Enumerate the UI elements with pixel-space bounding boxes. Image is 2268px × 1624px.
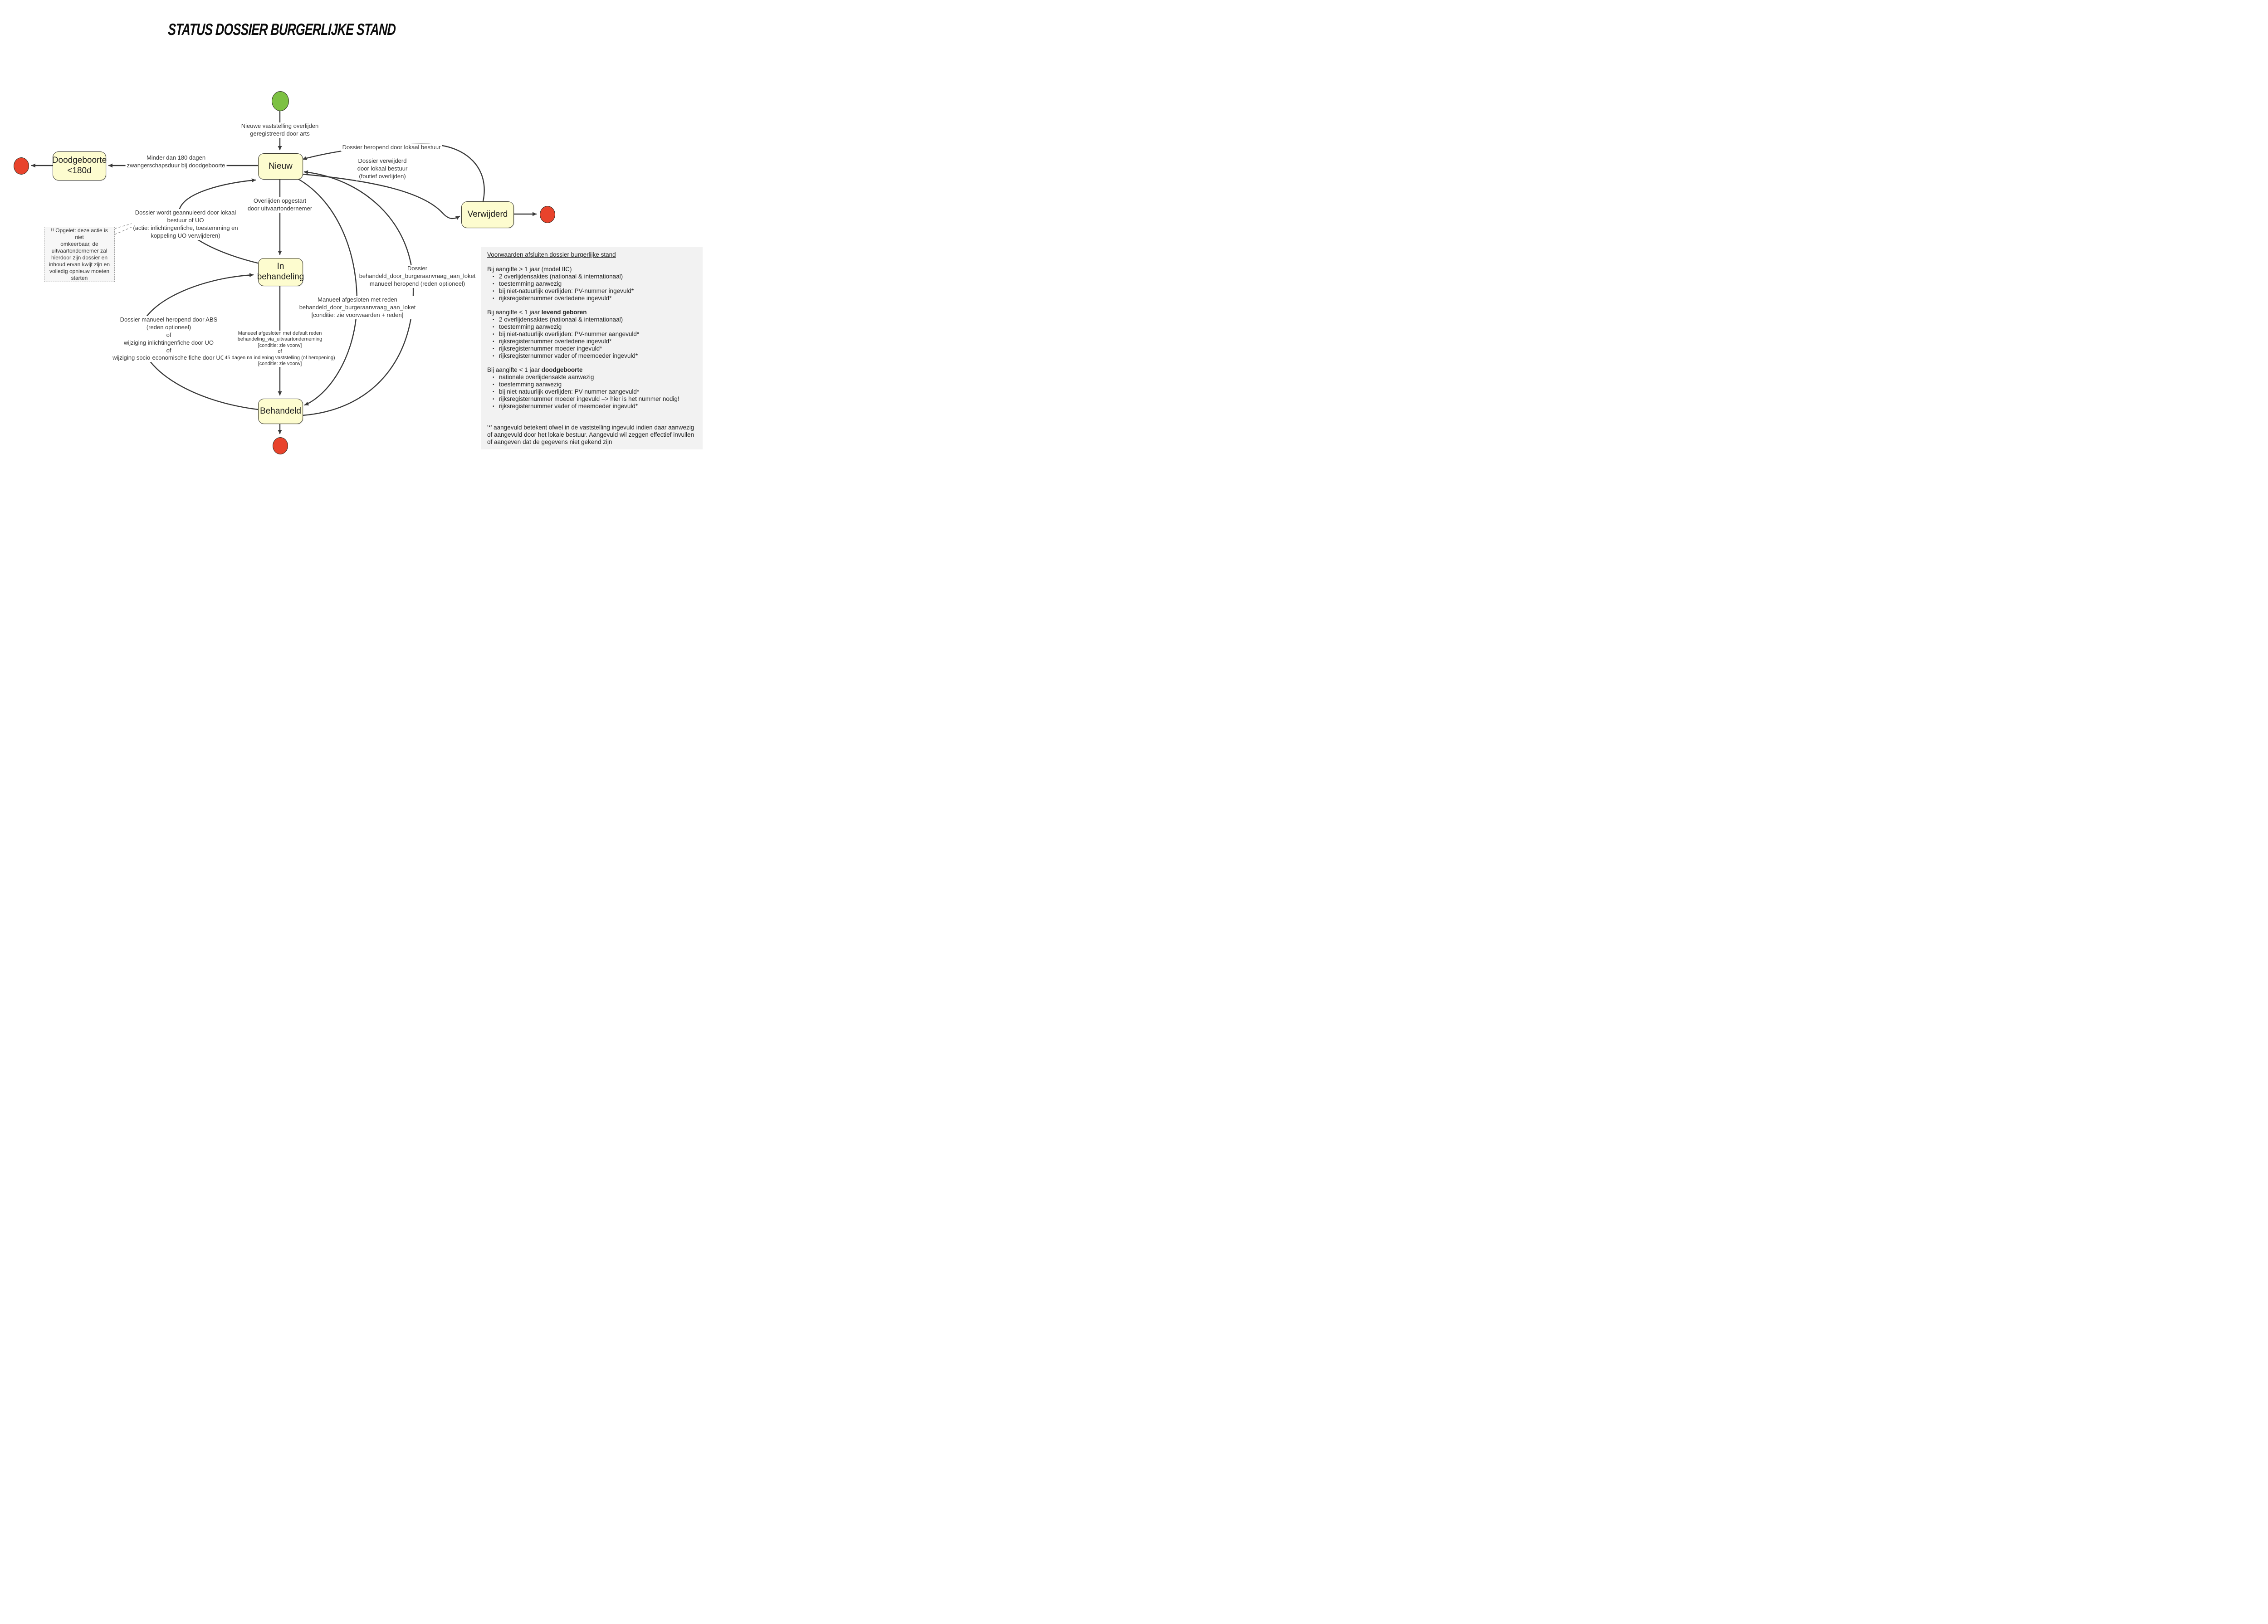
section-heading: Bij aangifte > 1 jaar (model IIC) [487,266,572,273]
state-in-behandeling: In behandeling [257,258,304,286]
label-in-behandeling-to-nieuw: Dossier wordt geannuleerd door lokaal be… [132,209,240,240]
state-behandeld: Behandeld [258,399,303,424]
label-verwijderd-to-nieuw: Dossier heropend door lokaal bestuur [341,144,442,151]
condition-item: rijksregisternummer overledene ingevuld* [487,338,696,346]
note-callout-line [114,220,143,229]
conditions-panel: Voorwaarden afsluiten dossier burgerlijk… [481,247,703,449]
condition-item: bij niet-natuurlijk overlijden: PV-numme… [487,331,696,338]
conditions-section-older-than-1-year: Bij aangifte > 1 jaar (model IIC) 2 over… [487,266,696,302]
label-nieuw-to-verwijderd: Dossier verwijderd door lokaal bestuur (… [356,157,409,180]
start-state-dot [272,91,289,111]
conditions-panel-title: Voorwaarden afsluiten dossier burgerlijk… [487,251,616,258]
end-state-dot-right [540,206,555,223]
state-doodgeboorte: Doodgeboorte <180d [52,151,107,180]
label-behandeld-to-nieuw: Dossier behandeld_door_burgeraanvraag_aa… [357,265,477,288]
condition-item: toestemming aanwezig [487,381,696,389]
condition-item: rijksregisternummer moeder ingevuld => h… [487,395,696,403]
label-start-to-nieuw: Nieuwe vaststelling overlijden geregistr… [240,122,320,138]
condition-item: nationale overlijdensakte aanwezig [487,374,696,381]
label-nieuw-to-behandeld: Manueel afgesloten met reden behandeld_d… [298,296,417,319]
label-behandeld-to-in-behandeling: Dossier manueel heropend door ABS (reden… [111,316,226,362]
state-diagram: STATUS DOSSIER BURGERLIJKE STAND Nieuw D… [0,0,705,472]
condition-item: toestemming aanwezig [487,280,696,288]
label-nieuw-to-doodgeboorte: Minder dan 180 dagen zwangerschapsduur b… [125,154,227,170]
end-state-dot-left [14,157,29,175]
section-heading: Bij aangifte < 1 jaar levend geboren [487,309,587,316]
condition-item: rijksregisternummer moeder ingevuld* [487,345,696,353]
conditions-section-live-born: Bij aangifte < 1 jaar levend geboren 2 o… [487,309,696,360]
edge-in-behandeling-to-nieuw [178,178,260,264]
page-title: STATUS DOSSIER BURGERLIJKE STAND [167,20,396,39]
condition-item: 2 overlijdensaktes (nationaal & internat… [487,273,696,281]
condition-item: toestemming aanwezig [487,323,696,331]
state-verwijderd: Verwijderd [461,201,514,228]
condition-item: 2 overlijdensaktes (nationaal & internat… [487,316,696,324]
condition-item: bij niet-natuurlijk overlijden: PV-numme… [487,388,696,396]
edge-behandeld-to-nieuw [301,170,414,416]
conditions-section-stillborn: Bij aangifte < 1 jaar doodgeboorte natio… [487,366,696,410]
conditions-footnote: '*' aangevuld betekent ofwel in de vasts… [487,424,694,445]
end-state-dot-bottom [273,437,288,454]
label-in-behandeling-to-behandeld: Manueel afgesloten met default reden beh… [223,331,337,367]
state-nieuw: Nieuw [258,153,303,180]
section-heading: Bij aangifte < 1 jaar doodgeboorte [487,366,583,373]
condition-item: rijksregisternummer vader of meemoeder i… [487,403,696,410]
warning-note: !! Opgelet: deze actie is niet omkeerbaa… [44,227,115,282]
edge-nieuw-to-behandeld [297,178,358,406]
edge-nieuw-to-verwijderd [301,173,460,220]
condition-item: bij niet-natuurlijk overlijden: PV-numme… [487,288,696,295]
condition-item: rijksregisternummer vader of meemoeder i… [487,352,696,360]
condition-item: rijksregisternummer overledene ingevuld* [487,295,696,302]
label-nieuw-to-in-behandeling: Overlijden opgestart door uitvaartondern… [246,197,314,213]
